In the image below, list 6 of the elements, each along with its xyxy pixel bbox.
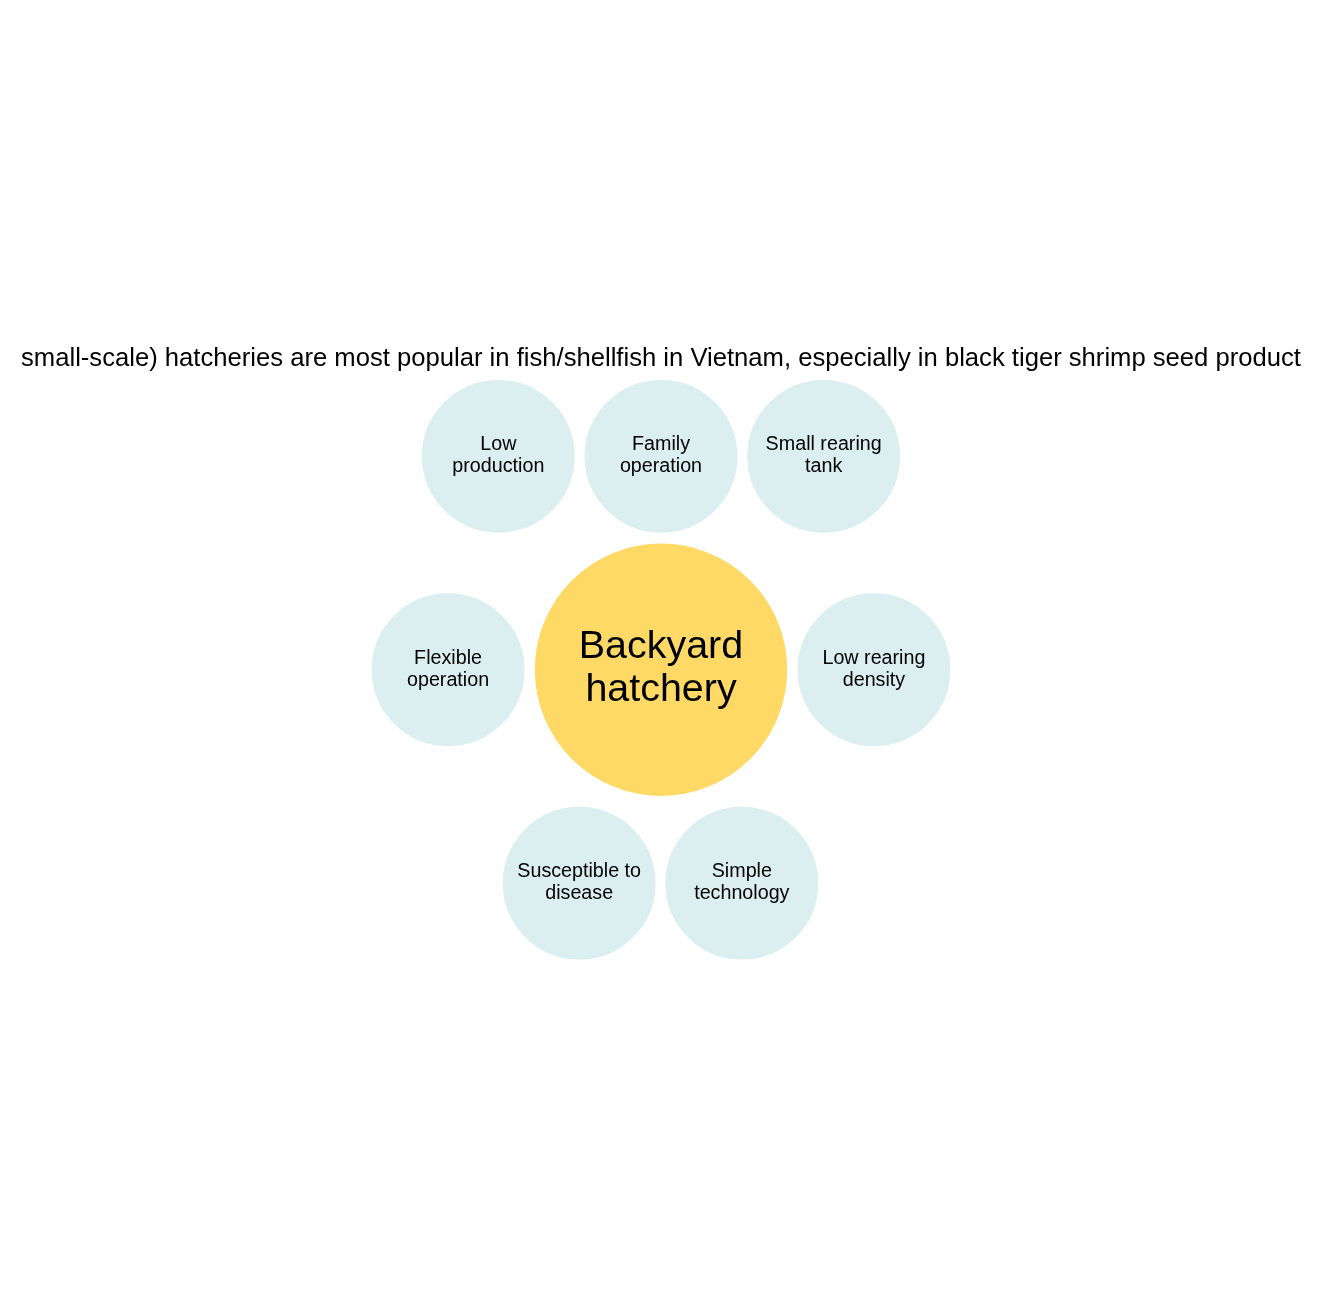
- node-circle: Simple technology: [662, 803, 822, 963]
- node-circle: Low rearing density: [794, 590, 954, 750]
- node-circle: Flexible operation: [368, 590, 528, 750]
- node-circle: Susceptible to disease: [499, 803, 659, 963]
- diagram-title: small-scale) hatcheries are most popular in fish/shellfish in Vietnam, especially in black tiger shrimp seed product: [21, 343, 1301, 372]
- node-circle: Backyard hatchery: [531, 540, 791, 799]
